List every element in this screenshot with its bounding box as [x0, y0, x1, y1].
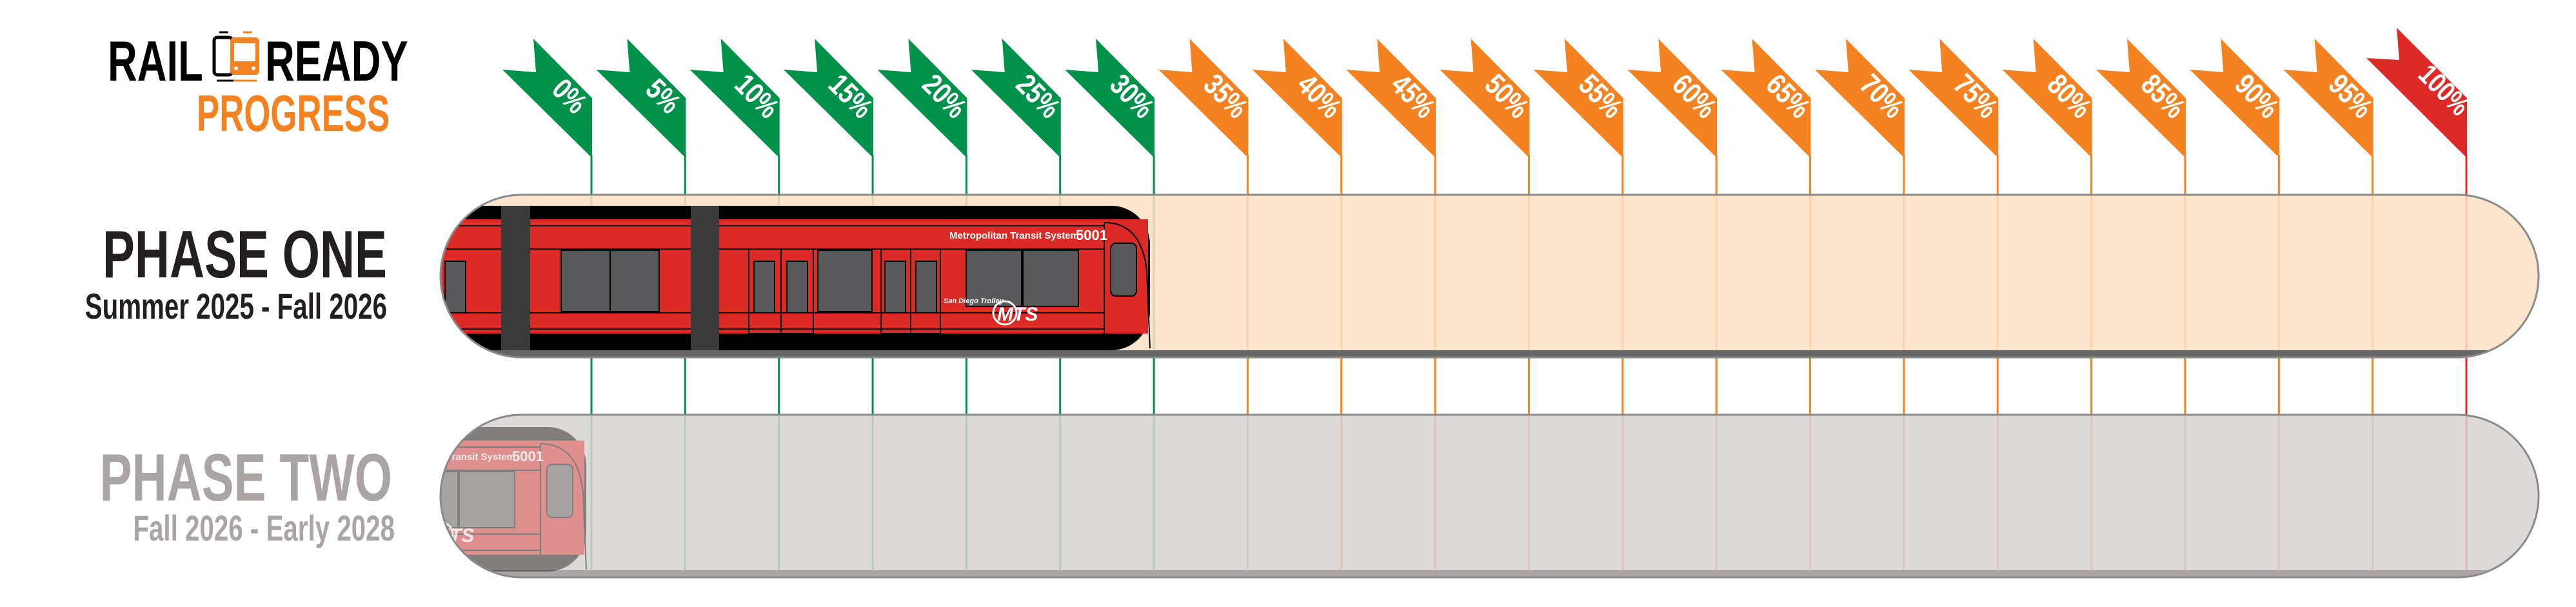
- flag-shape: [2366, 28, 2467, 158]
- flag-shape: [689, 39, 780, 158]
- rail-ready-logo: RAIL READY PROGRESS: [108, 30, 408, 143]
- flag-shape: [1252, 39, 1342, 158]
- milestone-flag: 70%: [1814, 39, 1911, 158]
- car-number: 5001: [1076, 227, 1107, 243]
- flag-shape: [596, 39, 686, 158]
- milestone-flag: 0%: [502, 39, 593, 158]
- milestone-flag: 35%: [1158, 39, 1254, 158]
- phase-two-track: [439, 413, 2540, 579]
- flag-shape: [1158, 39, 1249, 158]
- flag-shape: [1533, 39, 1623, 158]
- flag-shape: [1065, 39, 1155, 158]
- flag-shape: [1346, 39, 1436, 158]
- flag-shape: [2283, 39, 2373, 158]
- flag-shape: [877, 39, 967, 158]
- phase-one-dates: Summer 2025 - Fall 2026: [85, 287, 387, 327]
- mts-logo-icon: [992, 300, 1018, 326]
- phase-two-title: PHASE TWO: [100, 441, 392, 515]
- milestone-flag: 50%: [1440, 39, 1536, 158]
- flag-shape: [1440, 39, 1530, 158]
- flag-shape: [2190, 39, 2280, 158]
- flag-shape: [784, 39, 874, 158]
- line-name: San Diego Trolley: [944, 297, 1004, 305]
- logo-word-rail: RAIL: [108, 30, 203, 94]
- milestone-flag: 55%: [1533, 39, 1630, 158]
- milestone-flag: 20%: [877, 39, 973, 158]
- flag-shape: [502, 39, 592, 158]
- milestone-flag: 75%: [1908, 39, 2005, 158]
- milestone-flag: 25%: [971, 39, 1067, 158]
- two-trolleys-icon: [212, 31, 259, 82]
- milestone-flag: 80%: [2002, 39, 2098, 158]
- milestone-flag: 65%: [1721, 39, 1817, 158]
- milestone-flag: 85%: [2095, 39, 2192, 158]
- operator-name: Metropolitan Transit System: [949, 230, 1079, 241]
- milestone-flag: 45%: [1346, 39, 1442, 158]
- flag-shape: [1627, 39, 1718, 158]
- milestone-flags: 0%5%10%15%20%25%30%35%40%45%50%55%60%65%…: [502, 28, 2475, 158]
- phase-one-train: Metropolitan Transit System 5001 San Die…: [441, 206, 1151, 350]
- flag-shape: [1721, 39, 1811, 158]
- milestone-flag: 10%: [689, 39, 786, 158]
- flag-shape: [1908, 39, 1999, 158]
- milestone-flag: 40%: [1252, 39, 1349, 158]
- flag-shape: [2002, 39, 2092, 158]
- milestone-flag: 60%: [1627, 39, 1723, 158]
- flag-shape: [2095, 39, 2186, 158]
- logo-subtitle: PROGRESS: [197, 85, 390, 143]
- milestone-flag: 15%: [784, 39, 880, 158]
- logo-word-ready: READY: [265, 30, 408, 94]
- phase-one-track: Metropolitan Transit System 5001 San Die…: [439, 194, 2540, 359]
- flag-shape: [971, 39, 1061, 158]
- milestone-flag: 30%: [1065, 39, 1161, 158]
- milestone-flag: 5%: [596, 39, 688, 158]
- milestone-flag: 95%: [2283, 39, 2379, 158]
- milestone-flag: 90%: [2190, 39, 2286, 158]
- flag-shape: [1814, 39, 1905, 158]
- phase-two-dates: Fall 2026 - Early 2028: [133, 509, 395, 549]
- milestone-flag: 100%: [2366, 28, 2475, 158]
- mts-brand: MTS: [997, 304, 1038, 325]
- phase-one-title: PHASE ONE: [103, 217, 387, 292]
